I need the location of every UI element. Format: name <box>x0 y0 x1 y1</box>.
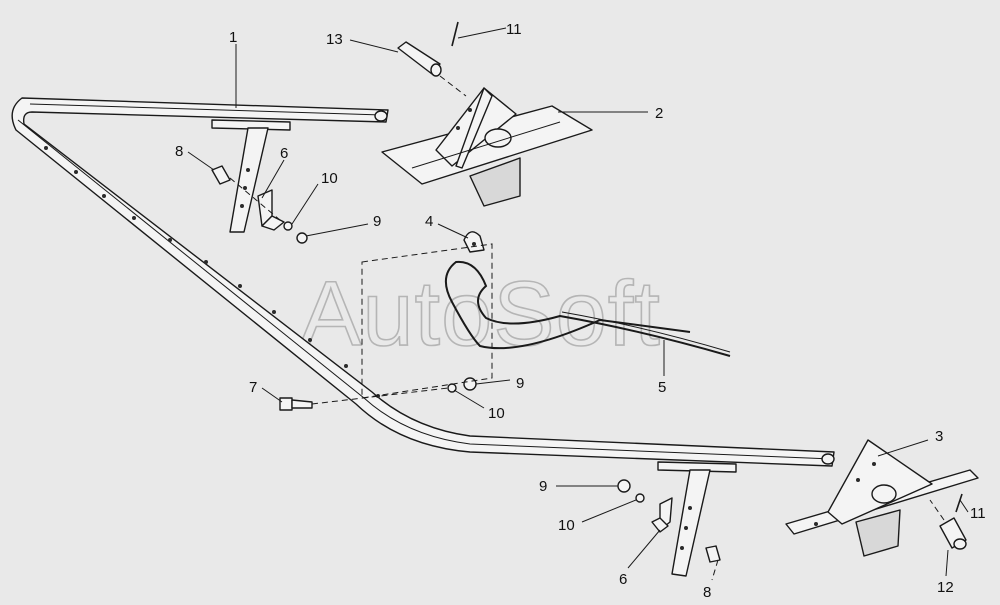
pin-lower <box>939 517 967 550</box>
washer-upper <box>283 221 293 231</box>
washer-lower <box>635 493 645 503</box>
upper-mount-plate <box>381 87 593 207</box>
upper-hanger-bracket <box>211 119 291 233</box>
pin-upper <box>397 41 442 77</box>
callout-9-upper: 9 <box>373 213 381 230</box>
callout-12: 12 <box>937 579 954 596</box>
callout-3: 3 <box>935 428 943 445</box>
callout-4: 4 <box>425 213 433 230</box>
cotter-pin-lower <box>955 493 963 513</box>
callout-9-lower: 9 <box>539 478 547 495</box>
callout-11-lower: 11 <box>970 505 986 522</box>
callout-1: 1 <box>229 29 237 46</box>
callout-11-upper: 11 <box>506 21 522 38</box>
cotter-pin-upper <box>451 21 459 47</box>
clamp <box>463 231 485 253</box>
leader-lines <box>187 27 969 577</box>
callout-8-lower: 8 <box>703 584 711 601</box>
callout-6-lower: 6 <box>619 571 627 588</box>
callout-7: 7 <box>249 379 257 396</box>
angle-bracket-upper <box>257 189 285 231</box>
frame-holes <box>44 146 380 398</box>
lower-mount-plate <box>785 439 979 557</box>
assembly-lines <box>229 75 945 581</box>
frame-bar <box>11 97 835 467</box>
callout-10-upper: 10 <box>321 170 338 187</box>
callout-labels: 1 2 3 4 5 6 6 7 8 8 9 9 9 10 10 10 11 11… <box>175 21 986 601</box>
angle-bracket-lower <box>651 497 673 533</box>
stud-upper <box>211 165 231 185</box>
callout-8-upper: 8 <box>175 143 183 160</box>
stud-lower <box>705 545 721 563</box>
callout-6-upper: 6 <box>280 145 288 162</box>
callout-2: 2 <box>655 105 663 122</box>
wire-rod <box>445 260 731 357</box>
nut-upper <box>296 232 308 244</box>
watermark-text: AutoSoft <box>300 263 661 365</box>
callout-5: 5 <box>658 379 666 396</box>
nut-mid <box>463 377 477 391</box>
nut-lower <box>617 479 631 493</box>
callout-13: 13 <box>326 31 343 48</box>
callout-9-mid: 9 <box>516 375 524 392</box>
callout-10-mid: 10 <box>488 405 505 422</box>
bolt <box>279 397 313 411</box>
callout-10-lower: 10 <box>558 517 575 534</box>
lower-hanger-bracket <box>657 461 737 577</box>
